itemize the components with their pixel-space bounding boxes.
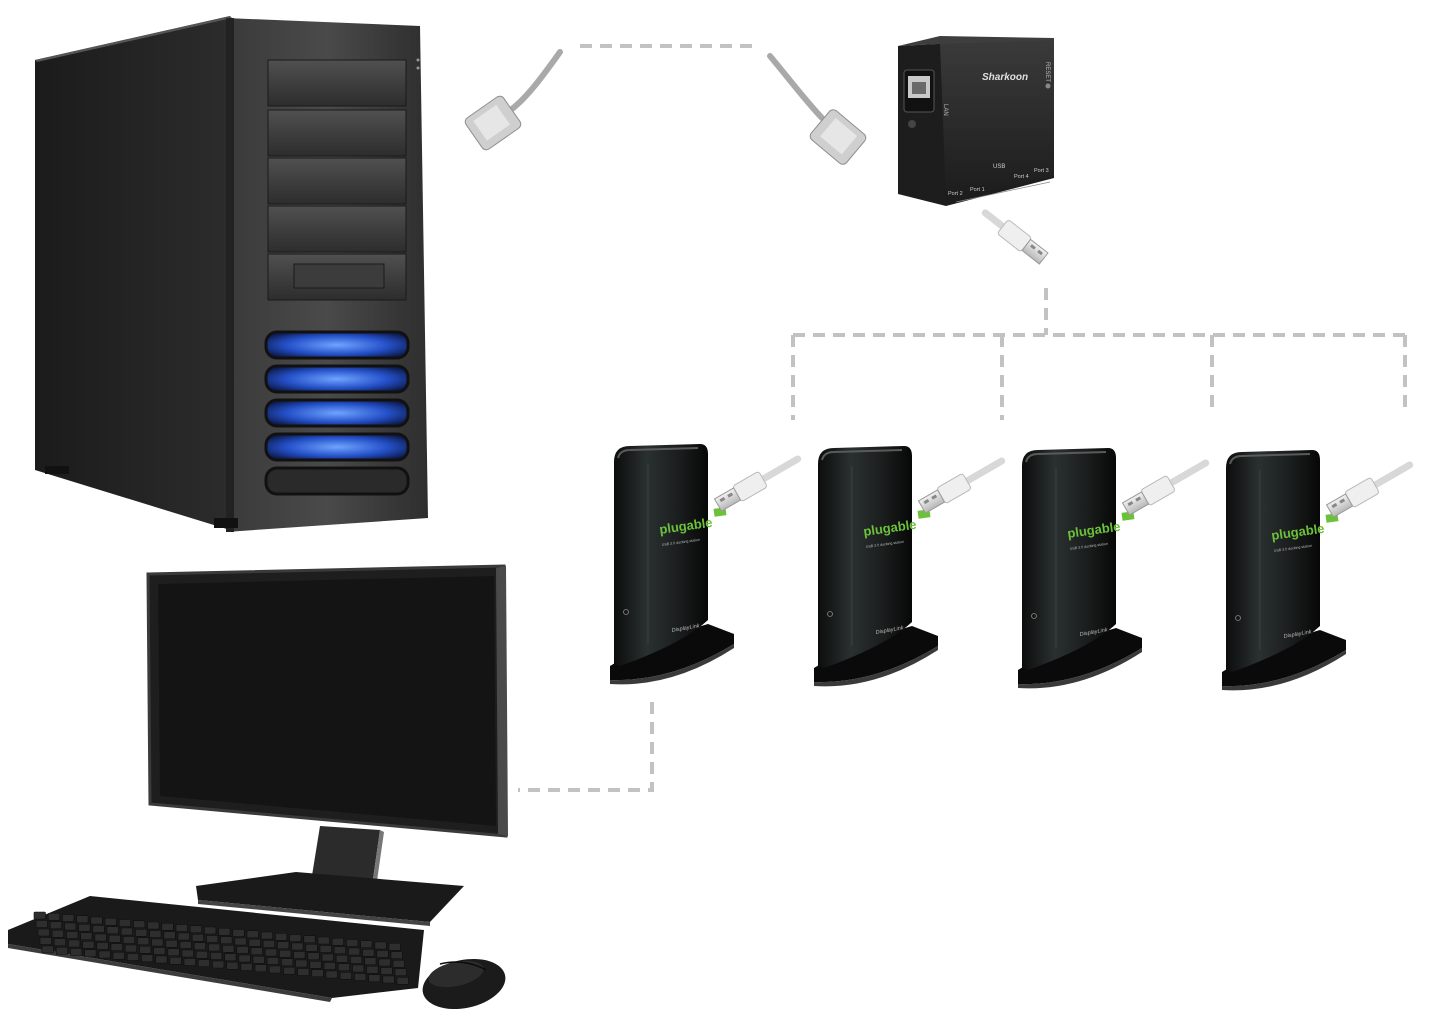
hub-lan-label: LAN bbox=[942, 104, 948, 116]
dock-to-monitor-line bbox=[518, 702, 652, 790]
hub-port3-label: Port 3 bbox=[1034, 168, 1049, 174]
hub-reset-label: RESET bbox=[1044, 62, 1050, 82]
usb-cable-icon bbox=[918, 453, 1007, 515]
hub-usb-label: USB bbox=[993, 164, 1005, 170]
hub-port1-label: Port 1 bbox=[970, 187, 985, 193]
ethernet-cable-icon bbox=[770, 56, 868, 166]
usb-cable-icon bbox=[980, 206, 1049, 266]
usb-cable-icon bbox=[714, 451, 803, 513]
drive-bays bbox=[268, 60, 406, 300]
usb-server-hub-icon: LAN RESET Sharkoon USB Port 2 Port 1 Por… bbox=[898, 36, 1054, 206]
hub-brand-label: Sharkoon bbox=[982, 72, 1028, 83]
monitor-icon bbox=[148, 566, 508, 926]
fan-grilles bbox=[266, 332, 408, 494]
hub-port2-label: Port 2 bbox=[948, 191, 963, 197]
usb-cable-icon bbox=[1326, 457, 1415, 519]
usb-cable-icon bbox=[1122, 455, 1211, 517]
mouse-icon bbox=[418, 952, 510, 1016]
hub-port4-label: Port 4 bbox=[1014, 174, 1029, 180]
ethernet-cable-icon bbox=[463, 52, 560, 152]
pc-tower-icon bbox=[35, 16, 428, 532]
